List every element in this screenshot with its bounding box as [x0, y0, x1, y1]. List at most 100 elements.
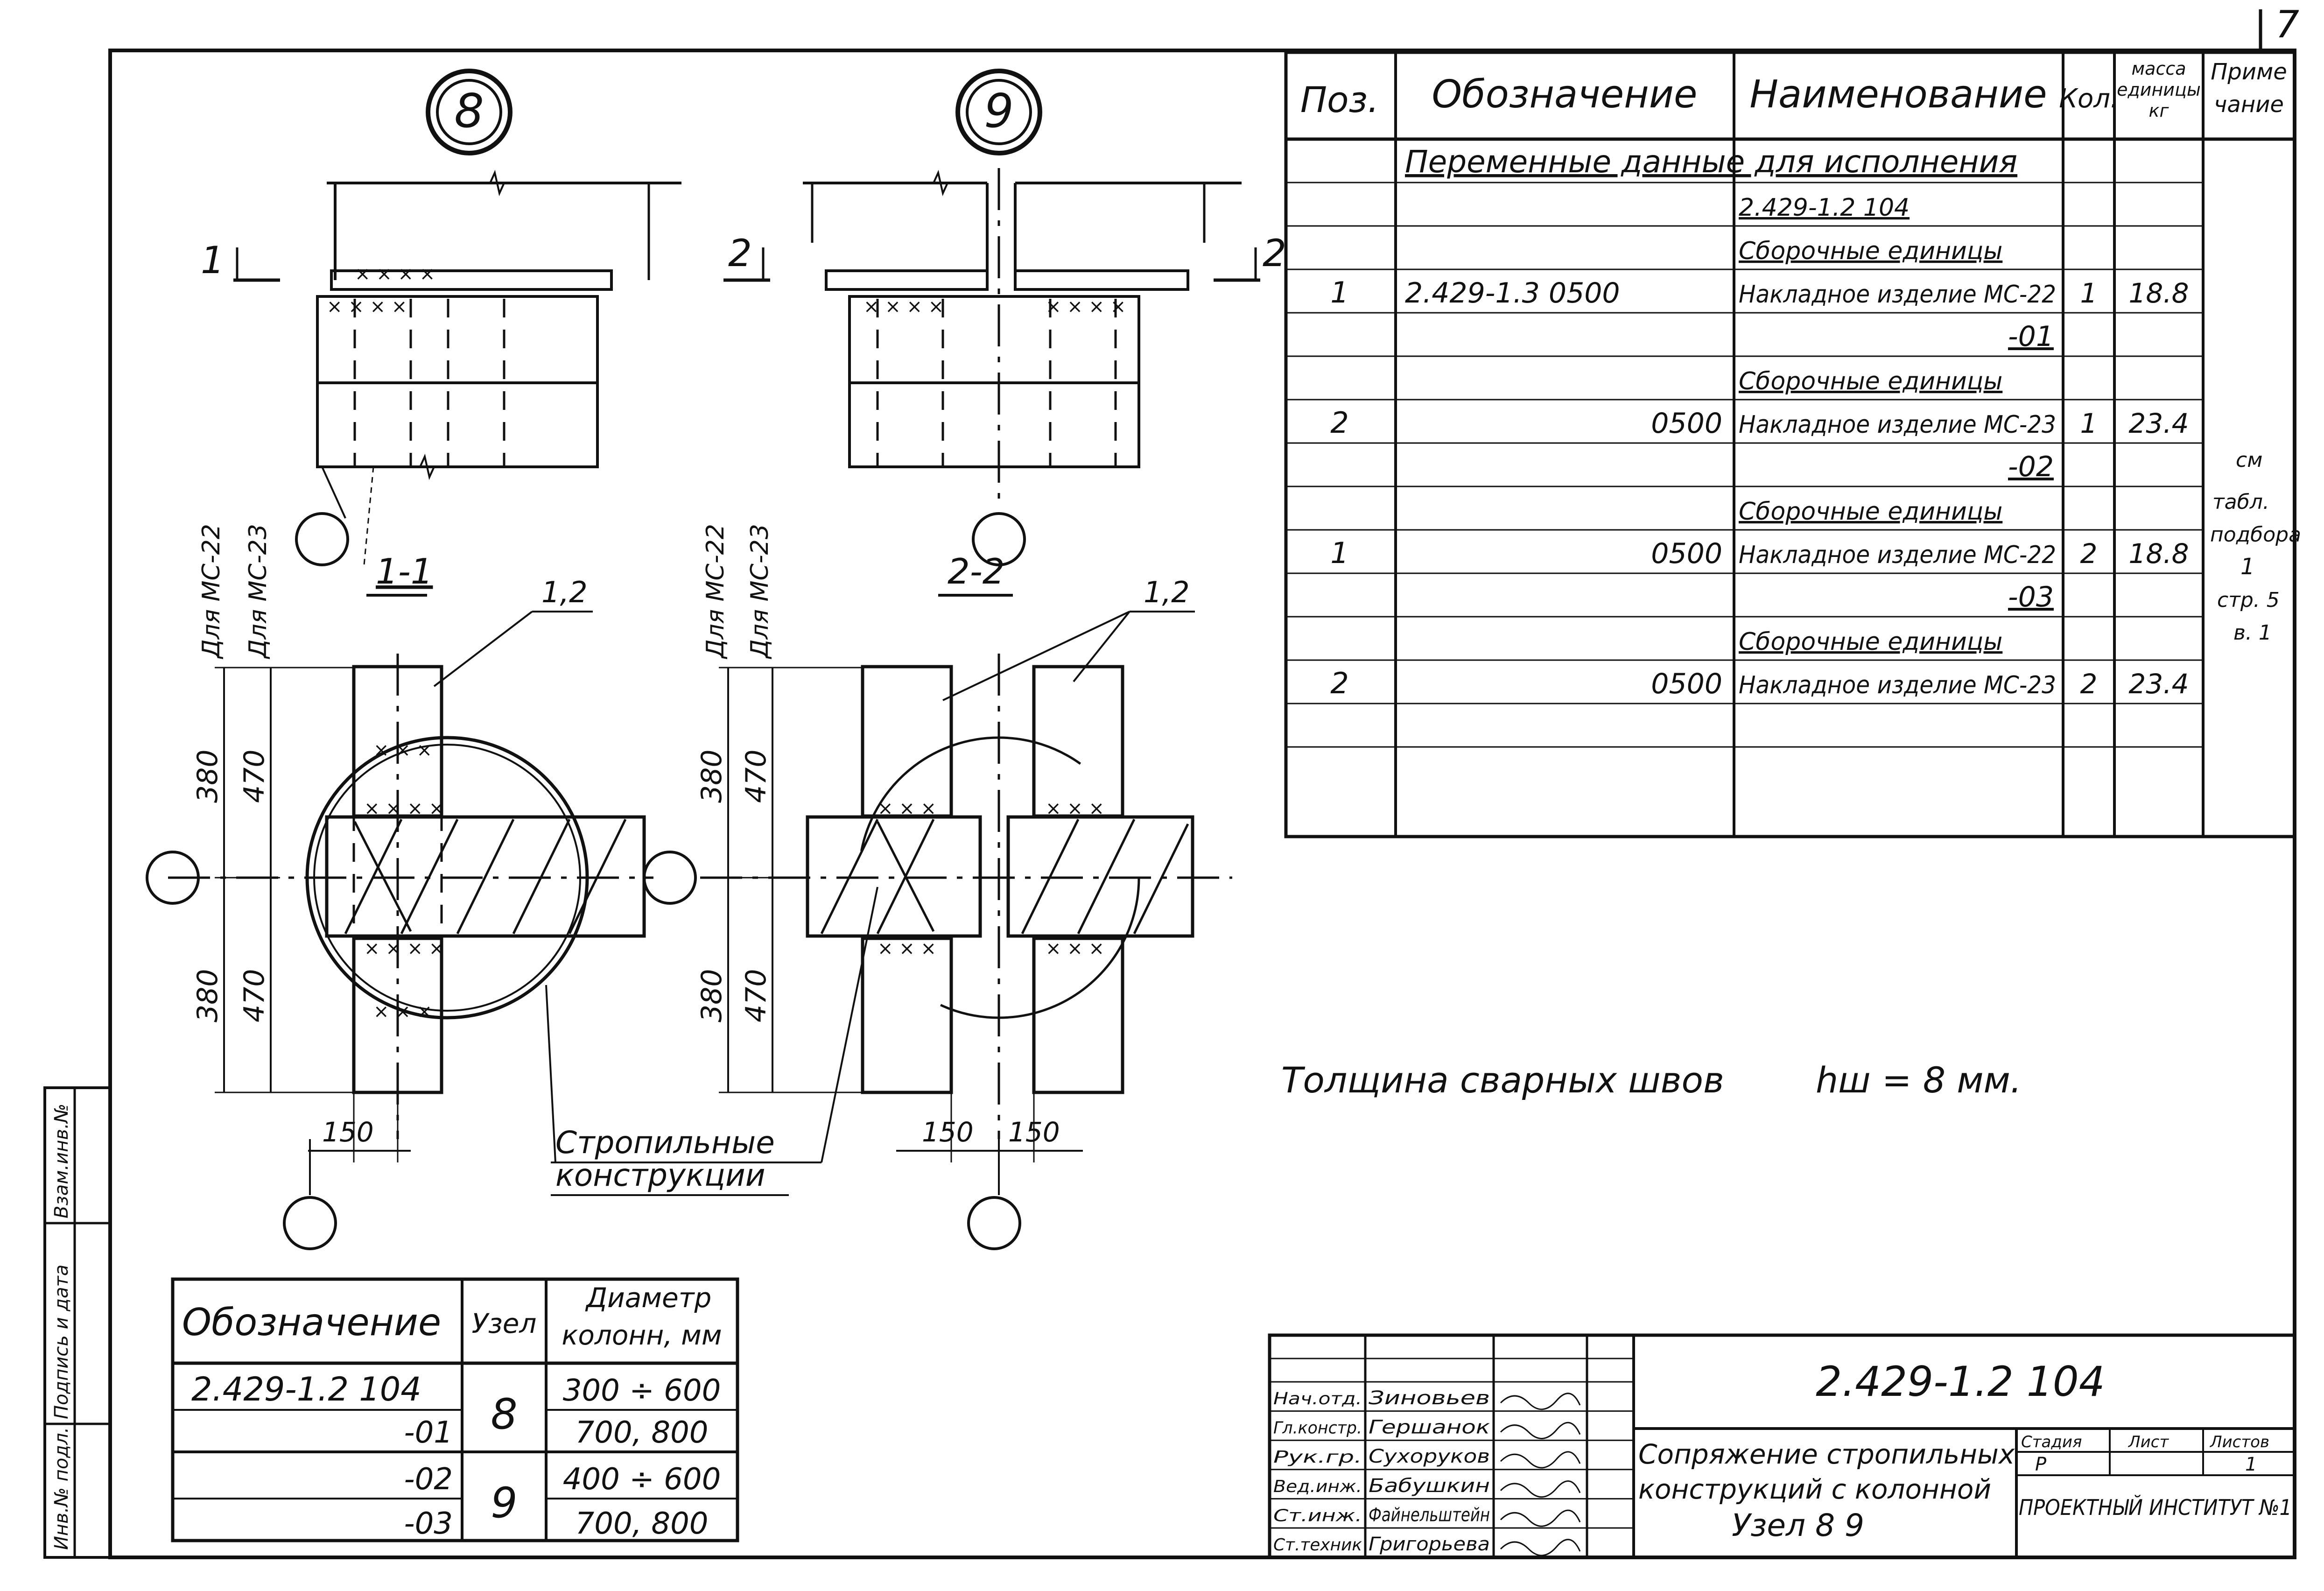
spec-row-11-name: -03: [2008, 581, 2054, 613]
svg-text:× × × ×: × × × ×: [864, 296, 944, 317]
signature-name-4: Бабушкин: [1369, 1475, 1490, 1497]
spec-row-7-pos: 2: [1330, 406, 1348, 440]
diam-header-diameter-1: Диаметр: [585, 1282, 712, 1314]
diam-row-3-diameter: 400 ÷ 600: [563, 1462, 721, 1497]
spec-header-note-2: чание: [2214, 92, 2284, 118]
signature-name-1: Зиновьев: [1369, 1387, 1490, 1409]
sheets-value: 1: [2245, 1454, 2257, 1475]
spec-row-10-mass: 18.8: [2128, 538, 2189, 570]
spec-row-13-mass: 23.4: [2128, 668, 2189, 700]
spec-header-mass-2: единицы: [2117, 79, 2201, 100]
spec-row-7-designation: 0500: [1651, 407, 1722, 440]
spec-remark-4: 1: [2240, 554, 2255, 580]
signature-role-5: Ст.инж.: [1273, 1506, 1362, 1525]
spec-header-pos: Поз.: [1300, 79, 1379, 120]
spec-row-13-name: Накладное изделие МС-23: [1739, 671, 2056, 699]
sheets-label: Листов: [2209, 1433, 2269, 1451]
diam-row-3-designation: -02: [404, 1462, 453, 1497]
svg-text:× × ×: × × ×: [373, 739, 432, 761]
svg-text:× × × ×: × × × ×: [355, 263, 435, 285]
spec-row-13-pos: 2: [1330, 666, 1348, 700]
node-9-section-title: 2-2: [948, 551, 1005, 592]
page-number: 7: [2275, 3, 2299, 46]
weld-note: Толщина сварных швов hш = 8 мм.: [1281, 1059, 2022, 1101]
signature-name-3: Сухоруков: [1369, 1446, 1490, 1467]
spec-remark-1: см: [2236, 448, 2262, 472]
spec-row-7-qty: 1: [2080, 408, 2098, 439]
spec-row-12-name: Сборочные единицы: [1739, 628, 2002, 656]
node-9-dim-upper-470: 470: [740, 749, 772, 803]
spec-row-4-name: Накладное изделие МС-22: [1739, 281, 2056, 309]
spec-row-4-pos: 1: [1330, 275, 1348, 310]
svg-text:× × ×: × × ×: [1046, 798, 1104, 819]
spec-row-6-name: Сборочные единицы: [1739, 367, 2002, 395]
node-9-dim-upper-380: 380: [695, 749, 728, 803]
spec-header-mass-3: кг: [2149, 100, 2170, 121]
document-code: 2.429-1.2 104: [1816, 1358, 2105, 1406]
side-stamp-signature: Подпись и дата: [51, 1265, 72, 1419]
organization: ПРОЕКТНЫЙ ИНСТИТУТ №1: [2019, 1495, 2292, 1520]
spec-row-7-mass: 23.4: [2128, 408, 2189, 439]
side-stamp-inv: Инв.№ подл.: [51, 1427, 72, 1550]
weld-note-value: hш = 8 мм.: [1816, 1059, 2022, 1101]
spec-row-9-name: Сборочные единицы: [1739, 498, 2002, 526]
diameter-table: Обозначение Узел Диаметр колонн, мм 2.42…: [171, 1277, 739, 1542]
spec-row-4-designation: 2.429-1.3 0500: [1405, 277, 1620, 310]
svg-text:× × ×: × × ×: [878, 938, 936, 959]
truss-label-line-1: Стропильные: [555, 1125, 775, 1161]
node-9-cut-mark-left: 2: [728, 232, 752, 275]
node-9-dim-width-right: 150: [1008, 1116, 1060, 1148]
diam-node-9: 9: [491, 1478, 517, 1528]
signature-name-6: Григорьева: [1369, 1534, 1490, 1555]
node-8-id: 8: [454, 84, 484, 138]
diam-header-node: Узел: [472, 1308, 537, 1339]
spec-row-8-name: -02: [2008, 451, 2054, 483]
diam-header-diameter-2: колонн, мм: [562, 1319, 722, 1351]
spec-row-10-pos: 1: [1330, 536, 1348, 570]
node-8-dim-mc22: Для МС-22: [197, 524, 225, 659]
node-9-elevation: 9 × × × × × × × × 2 2: [723, 69, 1286, 566]
spec-row-1-designation: Переменные данные для исполнения: [1405, 144, 2017, 180]
node-9-dim-mc22: Для МС-22: [702, 524, 730, 659]
node-9-cut-mark-right: 2: [1263, 232, 1286, 275]
node-8-dim-lower-470: 470: [238, 969, 271, 1022]
node-9-dim-lower-380: 380: [695, 969, 728, 1022]
spec-row-10-designation: 0500: [1651, 537, 1722, 570]
node-8-section: 1-1 1,2 × × × × × × × × × × × × × ×: [146, 524, 697, 1250]
spec-remark-6: в. 1: [2233, 621, 2272, 645]
node-8-elevation: 8 × × × × × × × × 1: [201, 69, 681, 566]
signature-role-6: Ст.техник: [1273, 1535, 1362, 1555]
stage-value: Р: [2035, 1454, 2047, 1475]
signature-role-4: Вед.инж.: [1273, 1477, 1362, 1496]
svg-text:× × ×: × × ×: [878, 798, 936, 819]
spec-header-qty: Кол.: [2059, 84, 2119, 114]
spec-row-7-name: Накладное изделие МС-23: [1739, 411, 2056, 439]
signature-role-1: Нач.отд.: [1273, 1389, 1362, 1408]
spec-header-mass-1: масса: [2131, 58, 2186, 79]
node-8-dim-upper-380: 380: [191, 749, 224, 803]
title-line-1: Сопряжение стропильных: [1638, 1438, 2015, 1470]
spec-header-designation: Обозначение: [1432, 72, 1698, 117]
node-9-dim-lower-470: 470: [740, 969, 772, 1022]
node-9-dim-mc23: Для МС-23: [746, 524, 774, 659]
truss-label: Стропильные конструкции: [545, 887, 878, 1196]
signature-name-5: Файнельштейн: [1369, 1504, 1490, 1526]
spec-remark-5: стр. 5: [2217, 588, 2280, 612]
title-block: Нач.отд.ЗиновьевГл.констр.ГершанокРук.гр…: [1268, 1333, 2296, 1559]
svg-text:× × × ×: × × × ×: [1046, 296, 1126, 317]
node-8-dim-lower-380: 380: [191, 969, 224, 1022]
spec-row-13-qty: 2: [2080, 668, 2098, 700]
sheet-label: Лист: [2127, 1433, 2169, 1451]
spec-row-3-name: Сборочные единицы: [1739, 237, 2002, 265]
node-9-id: 9: [984, 84, 1014, 138]
side-stamp-replace: Взам.инв.№: [51, 1104, 72, 1218]
svg-text:× × × ×: × × × ×: [327, 296, 407, 317]
node-8-section-title: 1-1: [376, 551, 433, 592]
stage-label: Стадия: [2021, 1433, 2082, 1451]
node-8-dim-mc23: Для МС-23: [244, 524, 272, 659]
spec-row-10-name: Накладное изделие МС-22: [1739, 541, 2056, 569]
diam-row-1-designation: 2.429-1.2 104: [191, 1370, 421, 1408]
diam-row-4-designation: -03: [404, 1507, 453, 1541]
node-8-cut-mark: 1: [201, 239, 225, 282]
